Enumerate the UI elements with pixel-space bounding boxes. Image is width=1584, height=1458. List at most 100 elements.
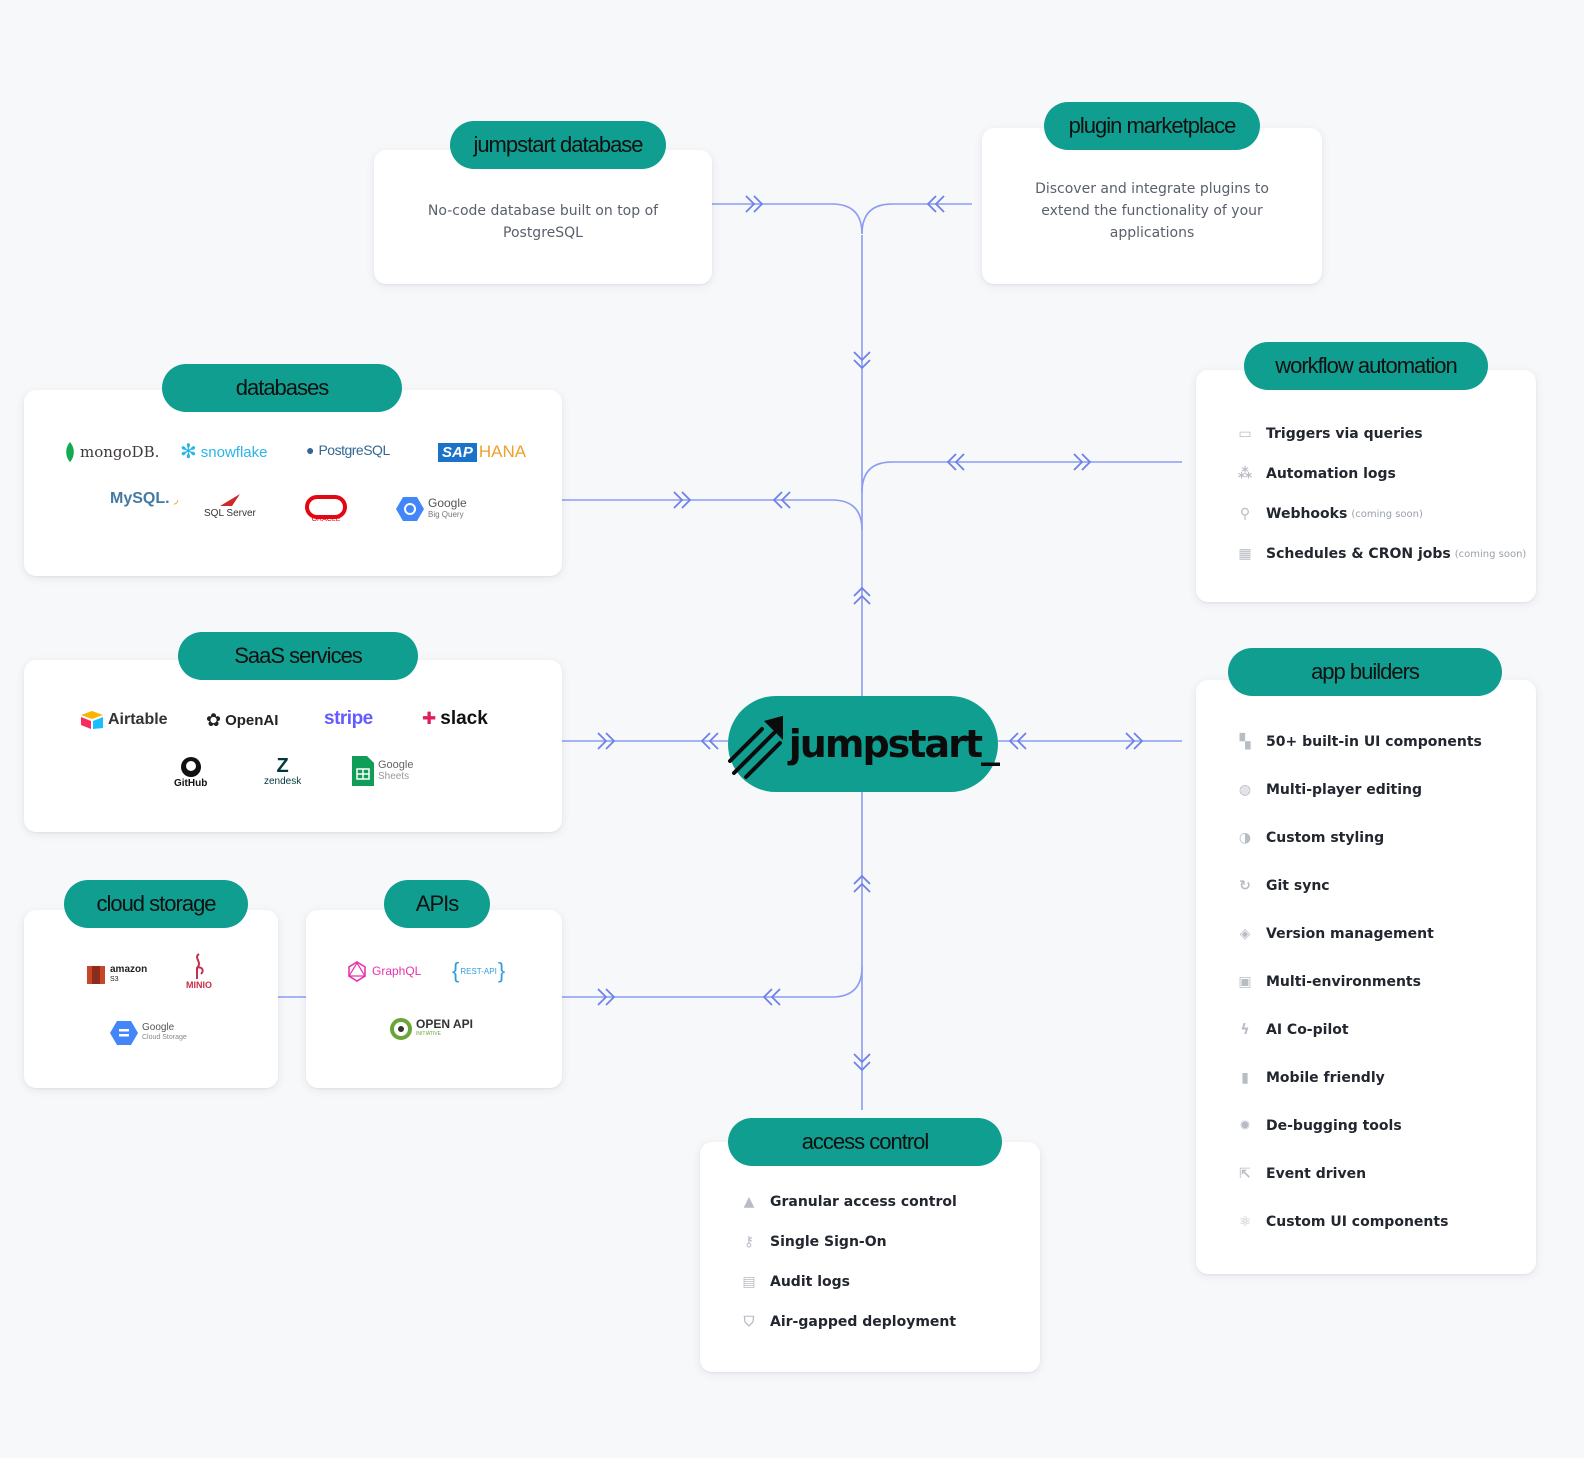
webhook-icon: ⚲	[1239, 506, 1251, 522]
databases-card: mongoDB. ✻ snowflake ● PostgreSQL SAP HA…	[24, 390, 562, 576]
graphql-logo: GraphQL	[346, 960, 421, 982]
bolt-icon: ϟ	[1240, 1022, 1250, 1038]
close-brace-icon: }	[497, 958, 506, 983]
plugin-marketplace-title: plugin marketplace	[1044, 102, 1260, 150]
sap-hana-logo: SAP HANA	[438, 442, 526, 462]
saas-services-card: Airtable ✿ OpenAI stripe ✚ slack GitHub …	[24, 660, 562, 832]
amazon-s3-logo: amazon S3	[86, 964, 147, 986]
workflow-item-schedules: ▦Schedules & CRON jobs(coming soon)	[1236, 534, 1526, 574]
lock-icon: ▲	[743, 1194, 755, 1210]
access-item-air-gapped: ⛉Air-gapped deployment	[740, 1302, 957, 1342]
apis-card: GraphQL { REST-API } OPEN API INITIATIVE	[306, 910, 562, 1088]
app-builders-feature-list: ▚50+ built-in UI components ◍Multi-playe…	[1236, 718, 1482, 1246]
custom-component-icon: ⚛	[1238, 1214, 1252, 1230]
mysql-logo: MySQL. ◞	[110, 490, 179, 507]
workflow-feature-list: ▭Triggers via queries ⁂Automation logs ⚲…	[1236, 414, 1527, 574]
plugin-marketplace-description: Discover and integrate plugins to extend…	[1035, 181, 1269, 241]
sync-icon: ↻	[1239, 878, 1251, 894]
slack-icon: ✚	[422, 709, 437, 728]
openapi-icon	[390, 1018, 412, 1040]
access-item-audit-logs: ▤Audit logs	[740, 1262, 957, 1302]
rest-api-logo: { REST-API }	[452, 958, 506, 983]
github-icon	[180, 757, 201, 777]
key-icon: ⚷	[743, 1234, 755, 1250]
app-builders-item-components: ▚50+ built-in UI components	[1236, 718, 1482, 766]
app-builders-item-version: ◈Version management	[1236, 910, 1482, 958]
airtable-icon	[81, 711, 103, 729]
app-builders-item-multiplayer: ◍Multi-player editing	[1236, 766, 1482, 814]
access-item-sso: ⚷Single Sign-On	[740, 1222, 957, 1262]
openai-logo: ✿ OpenAI	[206, 710, 279, 730]
slack-logo: ✚ slack	[422, 708, 488, 729]
app-builders-item-mobile: ▮Mobile friendly	[1236, 1054, 1482, 1102]
access-control-title: access control	[728, 1118, 1002, 1166]
oracle-logo: ORACLE	[304, 494, 348, 523]
workflow-automation-card: ▭Triggers via queries ⁂Automation logs ⚲…	[1196, 370, 1536, 602]
logs-icon: ⁂	[1237, 466, 1253, 482]
open-brace-icon: {	[452, 958, 460, 983]
zendesk-logo: Z zendesk	[264, 755, 302, 787]
postgresql-logo: ● PostgreSQL	[306, 442, 390, 458]
snowflake-logo: ✻ snowflake	[180, 441, 268, 463]
components-icon: ▚	[1239, 734, 1251, 750]
sql-server-logo: SQL Server	[204, 492, 256, 519]
access-item-granular: ▲Granular access control	[740, 1182, 957, 1222]
app-builders-item-event-driven: ⇱Event driven	[1236, 1150, 1482, 1198]
access-control-feature-list: ▲Granular access control ⚷Single Sign-On…	[740, 1182, 957, 1342]
jumpstart-hub: jumpstart_	[728, 696, 1000, 792]
apis-title: APIs	[384, 880, 490, 928]
sql-server-icon	[219, 494, 240, 506]
stripe-logo: stripe	[324, 708, 373, 729]
mongodb-logo: mongoDB.	[64, 442, 159, 462]
elephant-icon: ●	[306, 442, 315, 458]
workflow-item-triggers: ▭Triggers via queries	[1236, 414, 1526, 454]
audit-icon: ▤	[742, 1274, 756, 1290]
workflow-automation-title: workflow automation	[1244, 342, 1488, 390]
workflow-item-automation-logs: ⁂Automation logs	[1237, 466, 1396, 482]
mobile-icon: ▮	[1241, 1070, 1249, 1086]
amazon-s3-icon	[87, 966, 105, 984]
google-sheets-icon	[352, 756, 374, 786]
jumpstart-database-description: No-code database built on top of Postgre…	[427, 203, 659, 241]
layers-icon: ◈	[1239, 926, 1251, 942]
app-builders-item-environments: ▣Multi-environments	[1236, 958, 1482, 1006]
app-builders-card: ▚50+ built-in UI components ◍Multi-playe…	[1196, 680, 1536, 1274]
bigquery-hexagon-icon	[396, 497, 424, 521]
access-control-card: ▲Granular access control ⚷Single Sign-On…	[700, 1142, 1040, 1372]
app-builders-title: app builders	[1228, 648, 1502, 696]
app-builders-item-styling: ◑Custom styling	[1236, 814, 1482, 862]
minio-bird-icon	[196, 953, 204, 979]
google-bigquery-logo: Google Big Query	[396, 496, 467, 522]
cursor-click-icon: ⇱	[1239, 1166, 1251, 1182]
plugin-marketplace-card: Discover and integrate plugins to extend…	[982, 128, 1322, 284]
contrast-icon: ◑	[1238, 830, 1252, 846]
bug-icon: ✹	[1239, 1118, 1251, 1134]
google-sheets-logo: Google Sheets	[352, 756, 413, 786]
jumpstart-database-card: No-code database built on top of Postgre…	[374, 150, 712, 284]
databases-title: databases	[162, 364, 402, 412]
openai-icon: ✿	[206, 710, 222, 730]
snowflake-icon: ✻	[180, 441, 197, 463]
rocket-arrow-icon	[728, 715, 783, 779]
shield-icon: ⛉	[743, 1314, 755, 1330]
minio-logo: MINIO	[186, 952, 212, 990]
environments-icon: ▣	[1238, 974, 1252, 990]
dolphin-icon: ◞	[173, 492, 179, 506]
cloud-storage-title: cloud storage	[64, 880, 248, 928]
cloud-storage-hexagon-icon	[110, 1021, 138, 1045]
workflow-item-webhooks: ⚲Webhooks(coming soon)	[1236, 494, 1526, 534]
app-builders-item-git-sync: ↻Git sync	[1236, 862, 1482, 910]
code-icon: ▭	[1238, 426, 1252, 442]
oracle-ring-icon	[305, 495, 347, 519]
graphql-icon	[347, 961, 367, 982]
hub-label: jumpstart_	[788, 722, 1000, 766]
google-cloud-storage-logo: Google Cloud Storage	[110, 1020, 187, 1046]
chat-icon: ◍	[1238, 782, 1252, 798]
airtable-logo: Airtable	[80, 710, 168, 730]
mongodb-leaf-icon	[66, 442, 74, 462]
jumpstart-database-title: jumpstart database	[450, 121, 666, 169]
app-builders-item-custom-ui: ⚛Custom UI components	[1236, 1198, 1482, 1246]
cloud-storage-card: amazon S3 MINIO Google Cloud Storage	[24, 910, 278, 1088]
